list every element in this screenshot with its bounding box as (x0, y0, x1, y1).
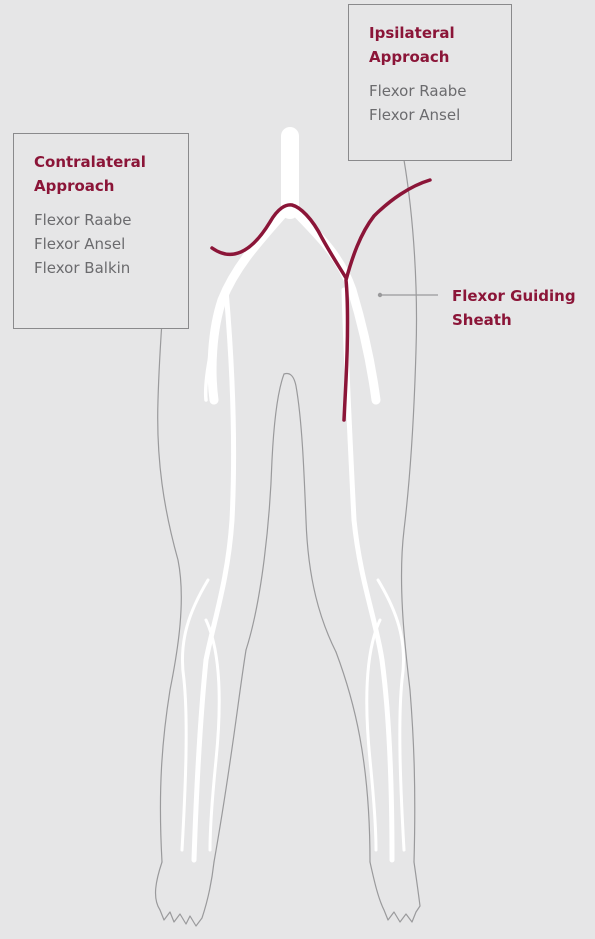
contralateral-device-item: Flexor Ansel (34, 232, 168, 256)
contralateral-device-list: Flexor Raabe Flexor Ansel Flexor Balkin (34, 208, 168, 280)
contralateral-approach-title: Contralateral Approach (34, 150, 168, 198)
right-foot-outline (156, 862, 214, 926)
left-leg-outer-outline (402, 160, 417, 862)
callout-dot (378, 293, 382, 297)
guiding-sheath-callout-label: Flexor Guiding Sheath (452, 284, 592, 332)
contralateral-approach-box: Contralateral Approach Flexor Raabe Flex… (13, 133, 189, 329)
ipsilateral-device-item: Flexor Ansel (369, 103, 491, 127)
contralateral-device-item: Flexor Balkin (34, 256, 168, 280)
ipsilateral-approach-box: Ipsilateral Approach Flexor Raabe Flexor… (348, 4, 512, 161)
ipsilateral-approach-title: Ipsilateral Approach (369, 21, 491, 69)
left-ankle-inner (336, 652, 370, 862)
ipsilateral-device-list: Flexor Raabe Flexor Ansel (369, 79, 491, 127)
contralateral-device-item: Flexor Raabe (34, 208, 168, 232)
left-foot-outline (370, 862, 420, 922)
inner-thigh-outline (246, 374, 336, 653)
ipsilateral-device-item: Flexor Raabe (369, 79, 491, 103)
